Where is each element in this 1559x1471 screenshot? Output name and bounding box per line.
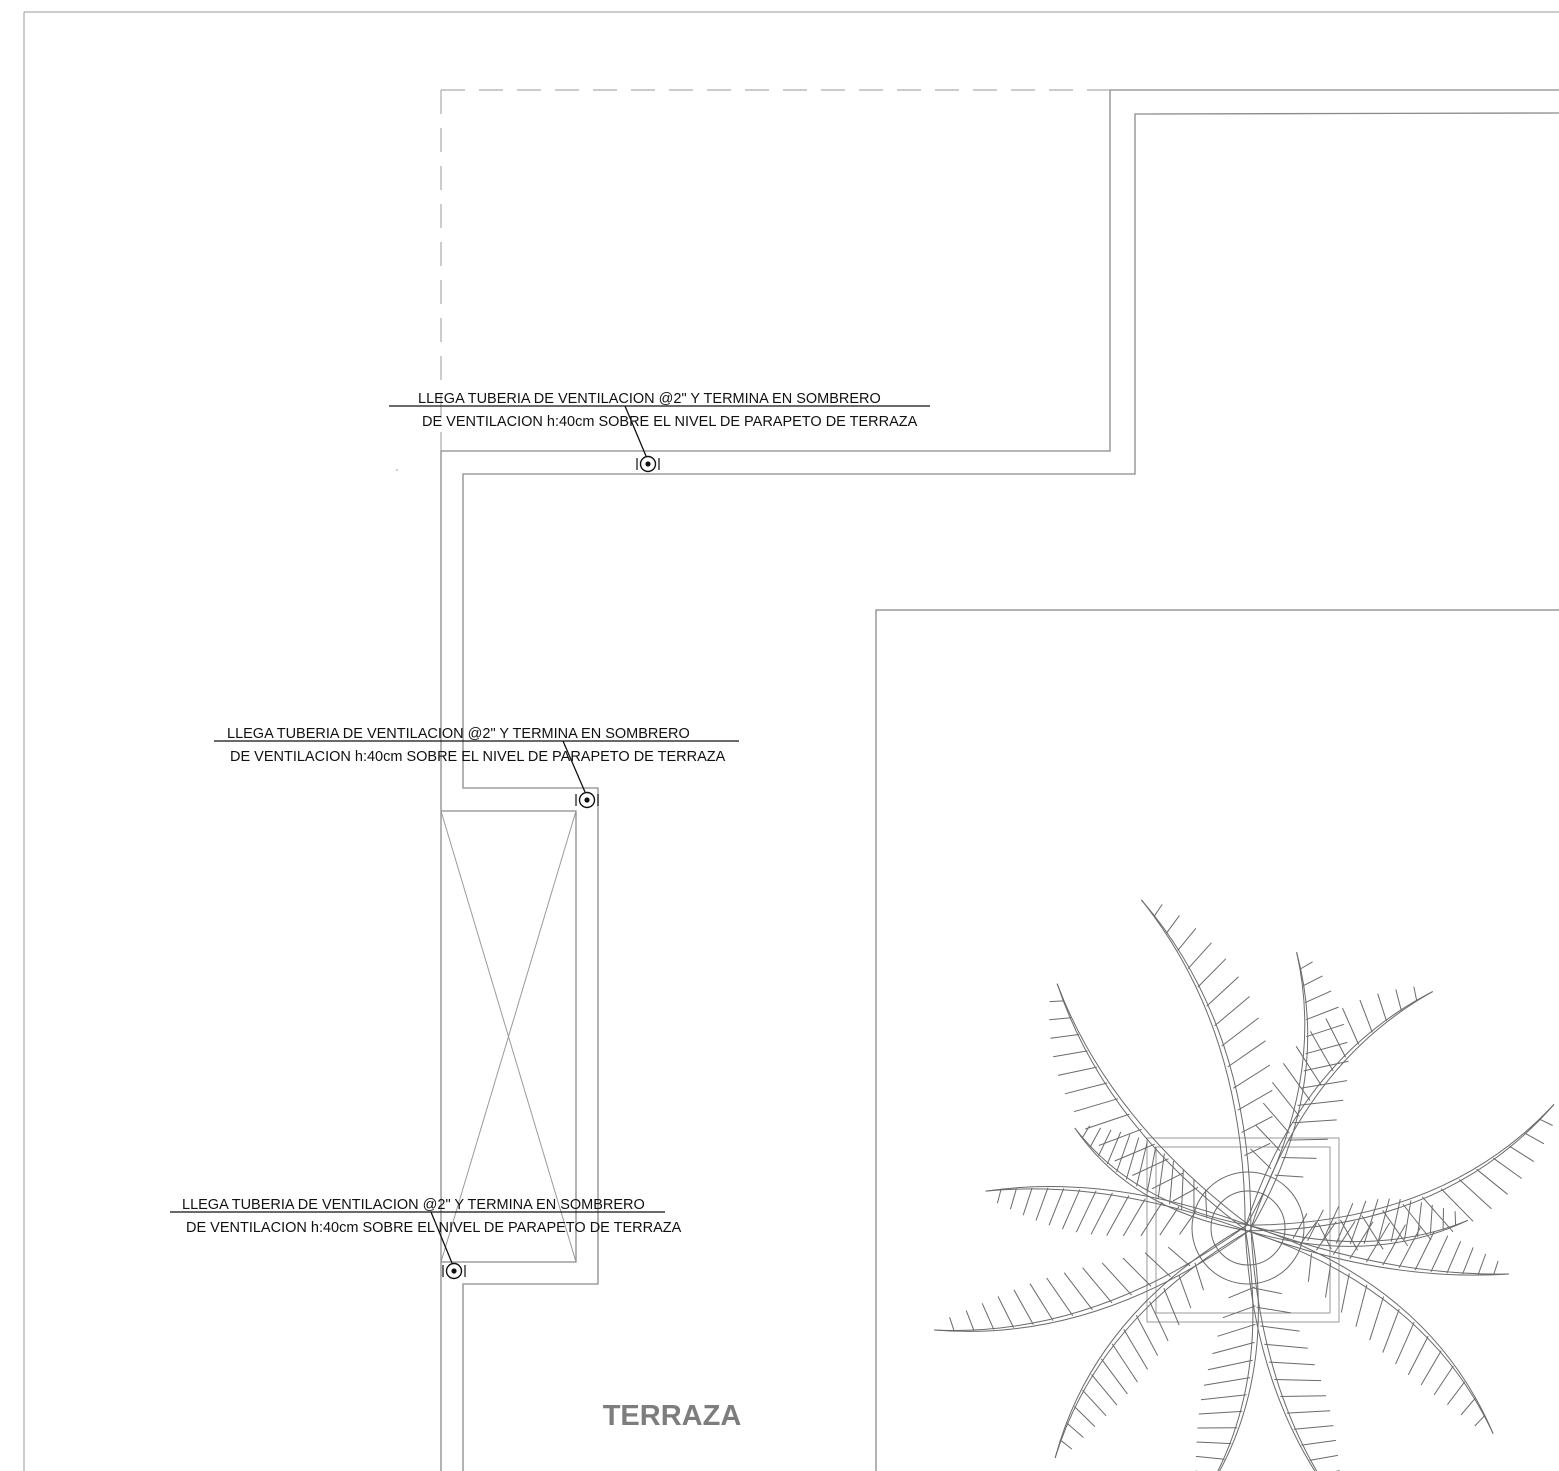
palm-frond (1141, 899, 1273, 1229)
note-leader (430, 1211, 453, 1264)
note-line-2: DE VENTILACION h:40cm SOBRE EL NIVEL DE … (186, 1220, 682, 1236)
palm-frond (1244, 952, 1349, 1229)
note-line-1: LLEGA TUBERIA DE VENTILACION @2" Y TERMI… (418, 391, 881, 407)
vent-pipe-icon (636, 455, 660, 473)
palm-frond (1246, 1104, 1555, 1251)
vent-note-3: LLEGA TUBERIA DE VENTILACION @2" Y TERMI… (170, 1197, 682, 1264)
palm-frond (1054, 1225, 1251, 1458)
palm-frond (985, 1186, 1249, 1237)
shaft-cross-b (440, 810, 577, 1263)
palm-frond (1049, 983, 1251, 1231)
palm-tree-icon (934, 899, 1555, 1471)
palm-frond (1244, 1227, 1340, 1471)
inner-parapet-line (462, 112, 1559, 1471)
palm-frond (1195, 1227, 1259, 1471)
parapet-walls (396, 89, 1559, 1471)
room-label: TERRAZA (603, 1400, 742, 1432)
note-line-1: LLEGA TUBERIA DE VENTILACION @2" Y TERMI… (182, 1197, 645, 1213)
palm-frond (1074, 1125, 1250, 1232)
palm-frond (1245, 1225, 1494, 1434)
note-leader (624, 405, 647, 457)
palm-frond (1245, 986, 1433, 1231)
vent-note-1: LLEGA TUBERIA DE VENTILACION @2" Y TERMI… (389, 391, 930, 457)
palm-frond (1247, 1198, 1469, 1247)
note-leader (562, 740, 586, 793)
palm-frond (1247, 1221, 1510, 1276)
vent-pipe-icon (442, 1262, 466, 1280)
shaft-outline (441, 810, 577, 1263)
note-line-2: DE VENTILACION h:40cm SOBRE EL NIVEL DE … (230, 749, 726, 765)
sheet-border (23, 11, 1559, 1471)
note-line-2: DE VENTILACION h:40cm SOBRE EL NIVEL DE … (422, 414, 918, 430)
outer-parapet-line (440, 90, 1111, 1471)
vent-note-2: LLEGA TUBERIA DE VENTILACION @2" Y TERMI… (214, 726, 739, 793)
planter-outline (875, 609, 1559, 1471)
vent-pipe-icon (575, 791, 599, 809)
note-line-1: LLEGA TUBERIA DE VENTILACION @2" Y TERMI… (227, 726, 690, 742)
palm-frond (934, 1224, 1250, 1332)
